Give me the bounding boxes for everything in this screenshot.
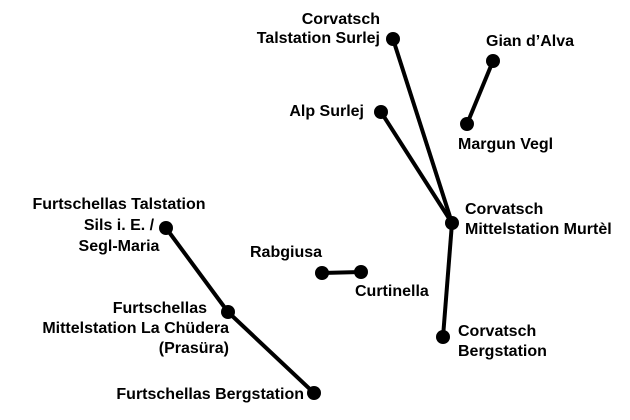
edge-furtschellas-talstation--furtschellas-mittelstation	[164, 226, 230, 314]
station-dot-furtschellas-talstation	[159, 221, 173, 235]
station-dot-corvatsch-bergstation	[436, 330, 450, 344]
station-dot-furtschellas-bergstation	[307, 386, 321, 400]
edge-gian-dalva--margun-vegl	[465, 60, 495, 125]
edge-corvatsch-talstation-surlej--corvatsch-mittelstation-murtel	[391, 38, 454, 224]
station-dot-margun-vegl	[460, 117, 474, 131]
station-dot-furtschellas-mittelstation	[221, 305, 235, 319]
station-dot-rabgiusa	[315, 266, 329, 280]
edge-corvatsch-mittelstation-murtel--corvatsch-bergstation	[441, 222, 454, 338]
edge-furtschellas-mittelstation--furtschellas-bergstation	[226, 310, 316, 395]
edge-alp-surlej--corvatsch-mittelstation-murtel	[379, 110, 454, 225]
station-dot-alp-surlej	[374, 105, 388, 119]
station-dot-corvatsch-talstation-surlej	[386, 32, 400, 46]
station-dot-curtinella	[354, 265, 368, 279]
station-dot-corvatsch-mittelstation-murtel	[445, 216, 459, 230]
station-dot-gian-dalva	[486, 54, 500, 68]
